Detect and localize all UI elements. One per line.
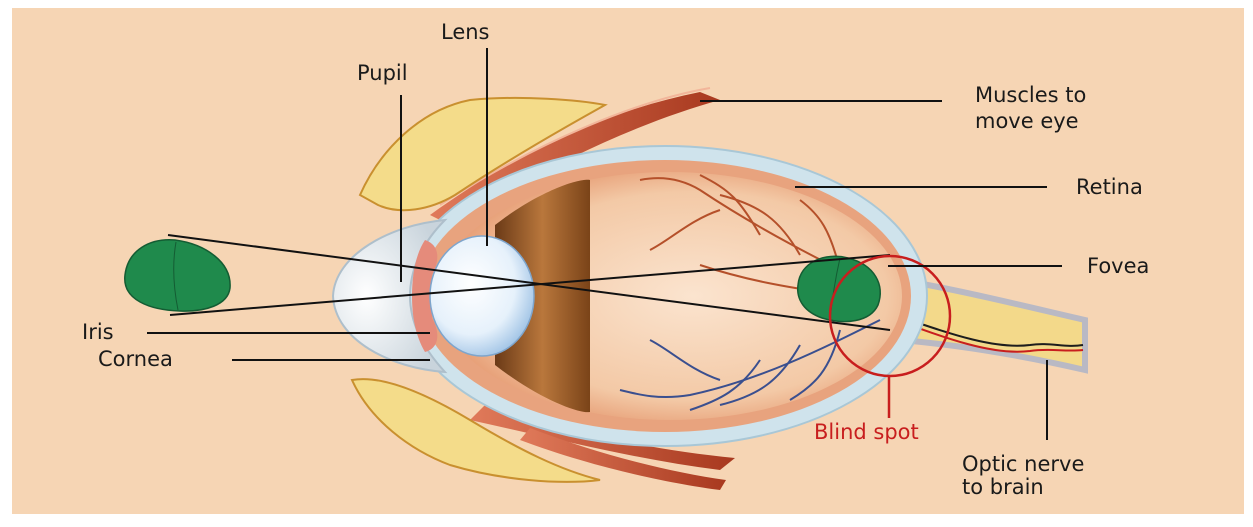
label-cornea: Cornea <box>98 347 173 372</box>
label-optic-nerve-line1: Optic nerve <box>962 452 1084 477</box>
label-blind-spot: Blind spot <box>814 420 919 445</box>
label-pupil: Pupil <box>357 61 408 86</box>
label-optic-nerve-line2: to brain <box>962 475 1044 500</box>
lens <box>430 236 534 356</box>
label-muscles-line1: Muscles to <box>975 83 1086 108</box>
label-lens: Lens <box>441 20 490 45</box>
label-iris: Iris <box>82 320 114 345</box>
label-fovea: Fovea <box>1087 254 1149 279</box>
label-retina: Retina <box>1076 175 1143 200</box>
label-muscles-line2: move eye <box>975 109 1079 134</box>
